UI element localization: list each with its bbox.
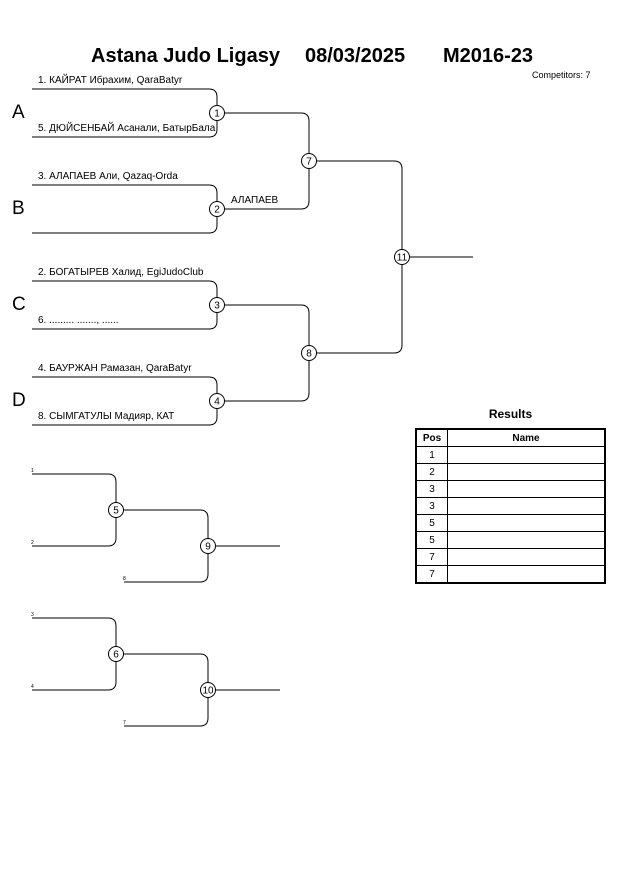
competitor-entry-3: 3. АЛАПАЕВ Али, Qazaq-Orda — [38, 171, 178, 182]
match-circle-9: 9 — [200, 538, 216, 554]
table-row: 1 — [415, 446, 606, 464]
pos-cell: 7 — [415, 548, 448, 566]
table-row: 5 — [415, 514, 606, 532]
svg-text:1: 1 — [214, 109, 220, 120]
match-circle-7: 7 — [301, 153, 317, 169]
bracket-line — [32, 617, 117, 646]
name-cell — [447, 480, 606, 498]
pos-cell: 1 — [415, 446, 448, 464]
svg-text:11: 11 — [397, 253, 408, 264]
repechage-label: 8 — [123, 576, 126, 582]
pos-cell: 3 — [415, 480, 448, 498]
match-circle-2: 2 — [209, 201, 225, 217]
name-cell — [447, 531, 606, 549]
match-circle-1: 1 — [209, 105, 225, 121]
repechage-label: 2 — [31, 540, 34, 546]
svg-text:10: 10 — [202, 686, 214, 697]
competitor-entry-5: 5. ДЮЙСЕНБАЙ Асанали, БатырБала — [38, 123, 216, 134]
bracket-line — [124, 554, 209, 583]
bracket-line — [32, 376, 218, 394]
name-cell — [447, 548, 606, 566]
svg-text:6: 6 — [113, 650, 119, 661]
competitor-entry-4: 4. БАУРЖАН Рамазан, QaraBatyr — [38, 363, 192, 374]
bracket-line — [124, 653, 209, 682]
pool-label-c: C — [12, 294, 26, 315]
bracket-line — [32, 662, 117, 691]
svg-text:5: 5 — [113, 506, 119, 517]
league-title: Astana Judo Ligasy — [91, 45, 280, 67]
pos-cell: 7 — [415, 565, 448, 584]
bracket-line — [124, 509, 209, 538]
svg-text:2: 2 — [214, 205, 220, 216]
name-cell — [447, 446, 606, 464]
bracket-line — [32, 88, 218, 105]
name-header: Name — [447, 428, 606, 447]
competitor-entry-1: 1. КАЙРАТ Ибрахим, QaraBatyr — [38, 75, 183, 86]
results-header-row: Pos Name — [415, 428, 606, 447]
pos-cell: 5 — [415, 531, 448, 549]
table-row: 7 — [415, 548, 606, 566]
pool-label-d: D — [12, 390, 26, 411]
table-row: 3 — [415, 480, 606, 498]
table-row: 2 — [415, 463, 606, 481]
svg-text:7: 7 — [306, 157, 312, 168]
results-title: Results — [488, 407, 533, 421]
table-row: 3 — [415, 497, 606, 515]
bracket-line — [32, 184, 218, 202]
weight-category: M2016-23 — [443, 45, 534, 67]
bracket-line — [225, 304, 310, 346]
repechage-label: 3 — [31, 612, 34, 618]
pos-cell: 2 — [415, 463, 448, 481]
repechage-label: 7 — [123, 720, 126, 726]
event-date: 08/03/2025 — [305, 45, 406, 67]
competitor-entry-6: 6. ......... ......., ...... — [38, 315, 119, 326]
competitor-entry-8: 8. СЫМГАТУЛЫ Мадияр, КАТ — [38, 411, 175, 422]
svg-text:8: 8 — [306, 349, 312, 360]
pos-cell: 5 — [415, 514, 448, 532]
competitor-entry-2: 2. БОГАТЫРЕВ Халид, EgiJudoClub — [38, 267, 204, 278]
bracket-line — [32, 473, 117, 502]
pool-label-b: B — [12, 198, 25, 219]
svg-text:3: 3 — [214, 301, 220, 312]
match-circle-5: 5 — [108, 502, 124, 518]
results-table: Pos Name 1 2 3 3 5 5 7 7 — [415, 428, 606, 584]
pool-label-a: A — [12, 102, 25, 123]
bracket-line — [225, 361, 310, 402]
bracket-line — [32, 121, 218, 138]
bracket-line — [32, 518, 117, 547]
pos-header: Pos — [415, 428, 448, 447]
match-circle-6: 6 — [108, 646, 124, 662]
match-circle-10: 10 — [200, 682, 216, 698]
bracket-line — [317, 160, 403, 250]
match-circle-3: 3 — [209, 297, 225, 313]
match-circle-8: 8 — [301, 345, 317, 361]
repechage-label: 4 — [31, 684, 34, 690]
bracket-line — [32, 280, 218, 298]
bracket-line — [32, 409, 218, 426]
name-cell — [447, 463, 606, 481]
match-circle-4: 4 — [209, 393, 225, 409]
svg-text:4: 4 — [214, 397, 220, 408]
name-cell — [447, 565, 606, 584]
repechage-label: 1 — [31, 468, 34, 474]
bracket-line — [317, 265, 403, 354]
table-row: 5 — [415, 531, 606, 549]
competitors-count: Competitors: 7 — [532, 70, 591, 80]
pos-cell: 3 — [415, 497, 448, 515]
match-circle-11: 11 — [394, 249, 410, 265]
svg-text:9: 9 — [205, 542, 211, 553]
bracket-line — [32, 217, 218, 234]
table-row: 7 — [415, 565, 606, 584]
match-2-winner: АЛАПАЕВ — [231, 195, 279, 206]
bracket-line — [32, 313, 218, 330]
name-cell — [447, 497, 606, 515]
name-cell — [447, 514, 606, 532]
bracket-line — [124, 698, 209, 727]
bracket-line — [225, 112, 310, 153]
bracket-line — [225, 168, 310, 210]
